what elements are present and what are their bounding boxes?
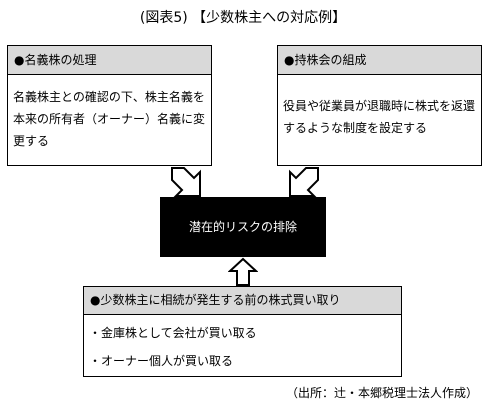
source-note: （出所：辻・本郷税理士法人作成）	[285, 386, 478, 400]
box-meigi-kabu-body: 名義株主との確認の下、株主名義を本来の所有者（オーナー）名義に変更する	[13, 90, 206, 148]
arrow-down-right-icon	[171, 167, 201, 197]
box-meigi-kabu: ●名義株の処理 名義株主との確認の下、株主名義を本来の所有者（オーナー）名義に変…	[7, 45, 212, 166]
box-mochikabu-kai-body: 役員や従業員が退職時に株式を返還するような制度を設定する	[283, 99, 476, 135]
diagram-title: (図表5) 【少数株主への対応例】	[139, 10, 347, 26]
arrow-up-icon	[228, 257, 258, 286]
box-meigi-kabu-header: ●名義株の処理	[8, 46, 211, 75]
box-share-buyback-body: ・金庫株として会社が買い取る ・オーナー個人が買い取る	[84, 315, 401, 375]
risk-elimination-box: 潜在的リスクの排除	[160, 197, 326, 257]
box-share-buyback-header: ●少数株主に相続が発生する前の株式買い取り	[84, 287, 401, 315]
box-mochikabu-kai: ●持株会の組成 役員や従業員が退職時に株式を返還するような制度を設定する	[277, 45, 482, 166]
box-share-buyback: ●少数株主に相続が発生する前の株式買い取り ・金庫株として会社が買い取る ・オー…	[83, 286, 402, 377]
list-item: ・オーナー個人が買い取る	[89, 354, 234, 368]
arrow-down-left-icon	[289, 167, 319, 197]
box-mochikabu-kai-header: ●持株会の組成	[278, 46, 481, 75]
list-item: ・金庫株として会社が買い取る	[89, 326, 257, 340]
